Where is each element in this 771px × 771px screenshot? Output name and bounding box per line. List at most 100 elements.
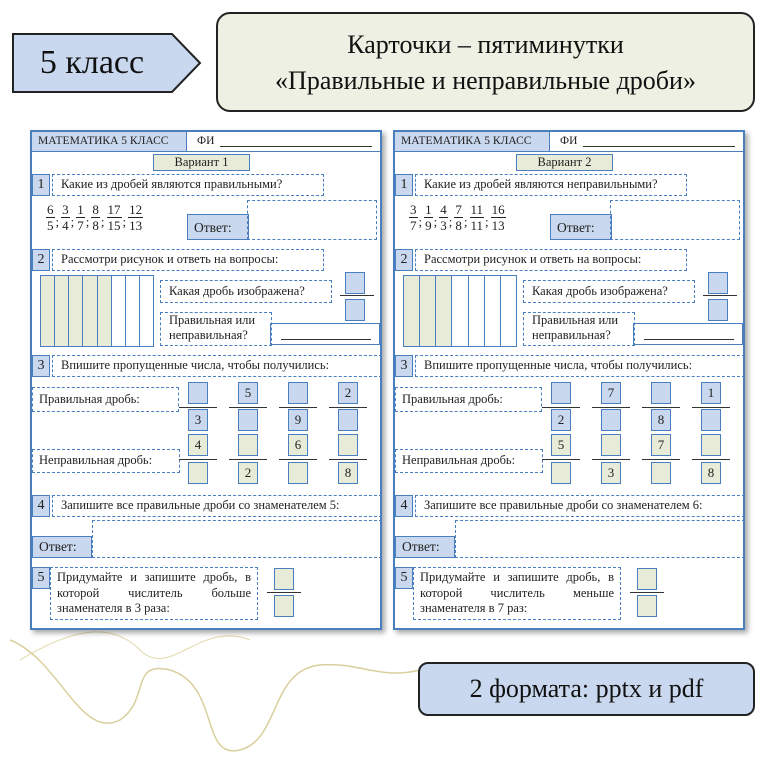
numerator: 7 (454, 202, 463, 218)
improper-numerator-input[interactable]: 4 (188, 434, 208, 456)
improper-denominator-input[interactable] (188, 462, 208, 484)
denominator-input[interactable] (708, 299, 728, 321)
name-field[interactable]: ФИ (187, 132, 380, 152)
grid-cell-shaded (83, 276, 98, 346)
numerator: 4 (439, 202, 448, 218)
proper-numerator-input[interactable]: 1 (701, 382, 721, 404)
proper-numerator-input[interactable] (288, 382, 308, 404)
proper-denominator-input[interactable] (338, 409, 358, 431)
fraction-bar (267, 592, 301, 593)
question-number-2: 2 (395, 249, 413, 271)
proper-numerator-input[interactable]: 7 (601, 382, 621, 404)
proper-numerator-input[interactable] (188, 382, 208, 404)
proper-denominator-input[interactable] (238, 409, 258, 431)
grid-cell-shaded (420, 276, 437, 346)
fraction-bar (692, 407, 730, 408)
answer-line[interactable] (281, 339, 371, 340)
subject-label: МАТЕМАТИКА 5 КЛАСС (395, 132, 550, 152)
numerator-input[interactable] (274, 568, 294, 590)
question-number-5: 5 (32, 567, 50, 589)
improper-denominator-input[interactable]: 2 (238, 462, 258, 484)
question-4-text: Запишите все правильные дроби со знамена… (52, 495, 382, 517)
improper-numerator-input[interactable]: 6 (288, 434, 308, 456)
question-5-text: Придумайте и запишите дробь, в которой ч… (413, 567, 621, 620)
improper-denominator-input[interactable] (651, 462, 671, 484)
proper-denominator-input[interactable]: 3 (188, 409, 208, 431)
question-4-text: Запишите все правильные дроби со знамена… (415, 495, 745, 517)
proper-denominator-input[interactable]: 8 (651, 409, 671, 431)
proper-denominator-input[interactable]: 2 (551, 409, 571, 431)
improper-numerator-input[interactable]: 5 (551, 434, 571, 456)
question-number-2: 2 (32, 249, 50, 271)
proper-denominator-input[interactable]: 9 (288, 409, 308, 431)
grid-cell-shaded (97, 276, 112, 346)
denominator: 15 (107, 218, 121, 233)
numerator: 1 (424, 202, 433, 218)
separator: ; (433, 213, 438, 229)
answer-field-4[interactable] (92, 520, 382, 558)
separator: ; (55, 213, 60, 229)
answer-field-2[interactable] (633, 323, 743, 345)
numerator: 12 (128, 202, 144, 218)
question-3-text: Впишите пропущенные числа, чтобы получил… (52, 355, 382, 377)
numerator-input[interactable] (708, 272, 728, 294)
answer-field-1[interactable] (247, 200, 377, 240)
answer-field-1[interactable] (610, 200, 740, 240)
proper-denominator-input[interactable] (701, 409, 721, 431)
question-number-4: 4 (395, 495, 413, 517)
variant-label: Вариант 1 (153, 154, 250, 171)
denominator-input[interactable] (637, 595, 657, 617)
fraction-bar (592, 407, 630, 408)
improper-denominator-input[interactable]: 8 (701, 462, 721, 484)
separator: ; (463, 213, 468, 229)
fraction-bar (229, 459, 267, 460)
proper-numerator-input[interactable] (551, 382, 571, 404)
numerator-input[interactable] (637, 568, 657, 590)
denominator-input[interactable] (274, 595, 294, 617)
fraction-bar (703, 295, 737, 296)
proper-numerator-input[interactable]: 5 (238, 382, 258, 404)
fraction-bar (179, 407, 217, 408)
decorative-wavy-line (9, 631, 421, 752)
fraction-bar (542, 407, 580, 408)
fraction-grid (40, 275, 154, 347)
improper-denominator-input[interactable]: 3 (601, 462, 621, 484)
name-label: ФИ (560, 135, 578, 147)
improper-denominator-input[interactable]: 8 (338, 462, 358, 484)
improper-numerator-input[interactable] (701, 434, 721, 456)
grid-cell (139, 276, 153, 346)
answer-field-4[interactable] (455, 520, 745, 558)
improper-denominator-input[interactable] (288, 462, 308, 484)
answer-line[interactable] (644, 339, 734, 340)
title-line-2: «Правильные и неправильные дроби» (275, 66, 696, 95)
proper-numerator-input[interactable] (651, 382, 671, 404)
name-field[interactable]: ФИ (550, 132, 743, 152)
denominator: 9 (425, 218, 432, 233)
fraction-bar (642, 459, 680, 460)
denominator: 7 (77, 218, 84, 233)
subject-label: МАТЕМАТИКА 5 КЛАСС (32, 132, 187, 152)
fraction-bar (592, 459, 630, 460)
proper-numerator-input[interactable]: 2 (338, 382, 358, 404)
answer-field-2[interactable] (270, 323, 380, 345)
name-line[interactable] (583, 146, 735, 147)
numerator: 11 (469, 202, 485, 218)
denominator: 11 (470, 218, 484, 233)
improper-numerator-input[interactable] (238, 434, 258, 456)
improper-numerator-input[interactable] (338, 434, 358, 456)
numerator-input[interactable] (345, 272, 365, 294)
denominator: 7 (410, 218, 417, 233)
improper-denominator-input[interactable] (551, 462, 571, 484)
name-line[interactable] (220, 146, 372, 147)
improper-numerator-input[interactable]: 7 (651, 434, 671, 456)
question-2b-text: Правильная или неправильная? (160, 312, 272, 346)
denominator-input[interactable] (345, 299, 365, 321)
grid-cell (452, 276, 469, 346)
improper-numerator-input[interactable] (601, 434, 621, 456)
proper-denominator-input[interactable] (601, 409, 621, 431)
